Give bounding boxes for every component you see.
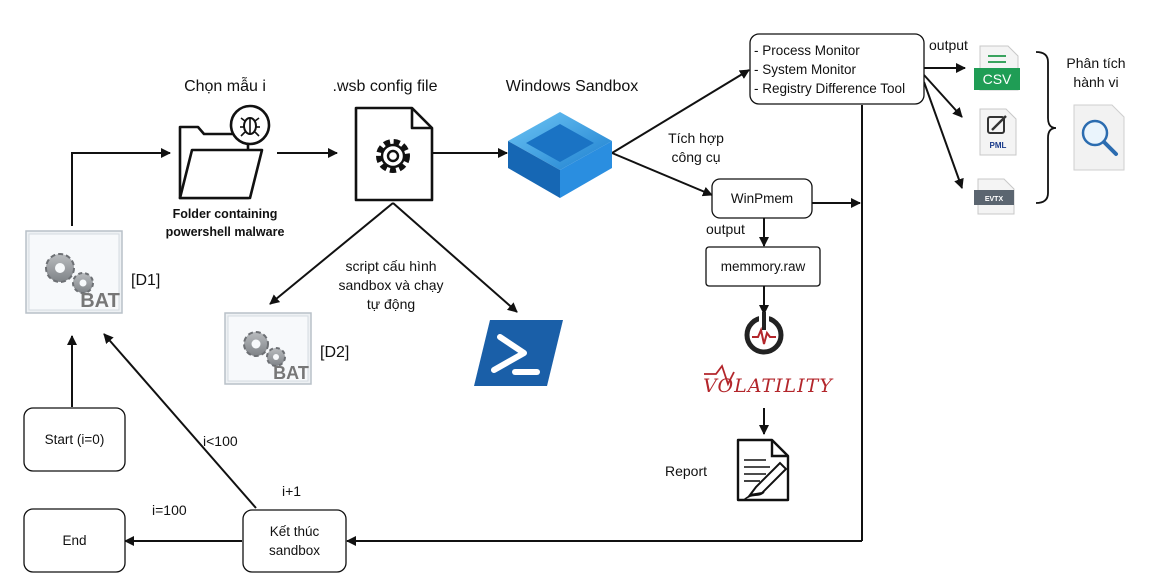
config-file-icon xyxy=(354,106,434,202)
memdump-label: memmory.raw xyxy=(721,259,806,274)
powershell-icon xyxy=(474,320,563,386)
report-icon xyxy=(736,438,790,502)
bat-file-icon-d1: BAT xyxy=(25,230,123,314)
volatility-text: VOLATILITY xyxy=(703,375,834,397)
brace xyxy=(1035,51,1057,204)
tool-system-monitor: - System Monitor xyxy=(754,62,857,77)
memdump-node: memmory.raw xyxy=(705,246,821,287)
bat-text-d1: BAT xyxy=(80,290,120,312)
edge-sandbox-to-winpmem xyxy=(611,152,713,197)
edges xyxy=(67,63,966,546)
bat-file-icon-d2: BAT xyxy=(224,312,312,385)
i-lt-100-label: i<100 xyxy=(203,433,238,449)
tool-process-monitor: - Process Monitor xyxy=(754,43,860,58)
d2-label: [D2] xyxy=(320,344,349,361)
i-eq-100-label: i=100 xyxy=(152,502,187,518)
pml-file-icon: PML xyxy=(979,108,1017,156)
search-document-icon xyxy=(1073,104,1125,171)
malware-folder-icon xyxy=(178,104,271,200)
pml-text: PML xyxy=(990,141,1007,150)
csv-file-icon: CSV xyxy=(974,45,1020,91)
start-label: Start (i=0) xyxy=(45,432,105,447)
report-label: Report xyxy=(665,463,707,479)
wsb-config-label: .wsb config file xyxy=(333,78,438,95)
windows-sandbox-label: Windows Sandbox xyxy=(506,78,639,95)
csv-text: CSV xyxy=(983,71,1012,87)
volatility-icon: VOLATILITY xyxy=(703,312,834,397)
winpmem-label: WinPmem xyxy=(731,191,793,206)
bat-text-d2: BAT xyxy=(273,363,309,383)
tools-node: - Process Monitor - System Monitor - Reg… xyxy=(749,33,925,105)
evtx-file-icon: EVTX xyxy=(974,178,1015,215)
winpmem-node: WinPmem xyxy=(711,178,813,219)
folder-caption-1: Folder containing xyxy=(173,207,278,221)
edge-config-to-powershell xyxy=(392,202,518,313)
edge-tools-to-evtx xyxy=(923,81,964,189)
ket-thuc-sandbox-node: Kết thúc sandbox xyxy=(242,509,347,573)
folder-caption-2: powershell malware xyxy=(166,225,285,239)
end-label: End xyxy=(62,533,86,548)
ket-thuc-line-2: sandbox xyxy=(269,543,320,558)
tich-hop-2: công cụ xyxy=(671,149,720,165)
tich-hop-1: Tích hợp xyxy=(668,130,724,146)
edge-sandbox-to-tools xyxy=(611,69,750,154)
start-node: Start (i=0) xyxy=(23,407,126,472)
labels: Chọn mẫu i .wsb config file Windows Sand… xyxy=(131,37,1126,518)
edge-tools-to-pml xyxy=(923,74,963,118)
script-caption-2: sandbox và chạy xyxy=(338,277,443,293)
windows-sandbox-icon xyxy=(508,112,612,198)
output-top-label: output xyxy=(929,37,968,53)
edge-d1-to-folder xyxy=(71,148,171,226)
edge-config-to-d2 xyxy=(269,202,394,305)
script-caption-3: tự động xyxy=(367,296,415,312)
tool-registry-diff: - Registry Difference Tool xyxy=(754,81,905,96)
i-plus-1-label: i+1 xyxy=(282,483,301,499)
output-mid-label: output xyxy=(706,221,745,237)
phan-tich-2: hành vi xyxy=(1073,74,1118,90)
evtx-text: EVTX xyxy=(985,196,1004,203)
end-node: End xyxy=(23,508,126,573)
script-caption-1: script cấu hình xyxy=(345,258,436,274)
chon-mau-label: Chọn mẫu i xyxy=(184,76,266,95)
edge-ketthuc-to-d1 xyxy=(103,333,257,509)
phan-tich-1: Phân tích xyxy=(1066,55,1125,71)
d1-label: [D1] xyxy=(131,272,160,289)
ket-thuc-line-1: Kết thúc xyxy=(270,524,320,539)
